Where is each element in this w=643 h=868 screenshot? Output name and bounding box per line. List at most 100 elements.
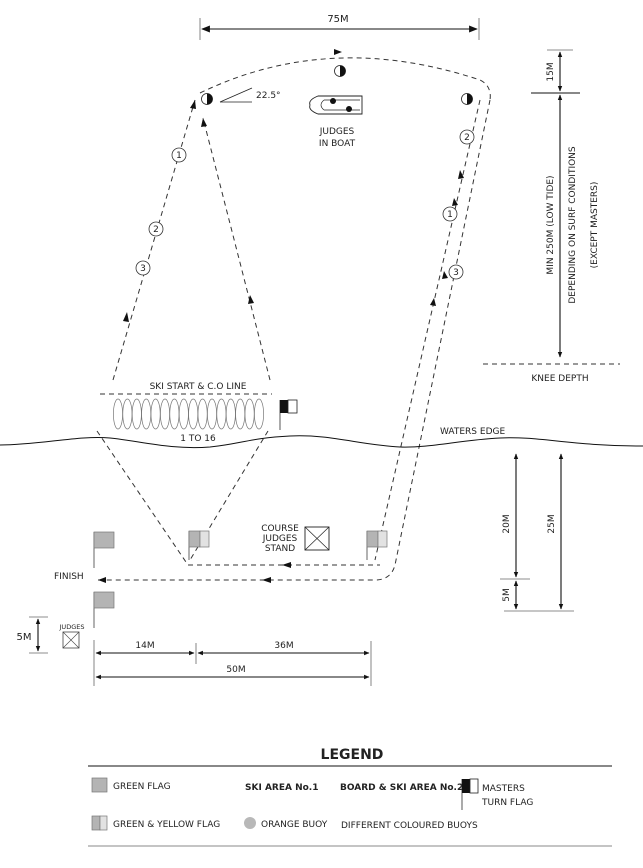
legend-orange-buoy: ORANGE BUOY	[261, 820, 328, 830]
ski-lane	[150, 398, 161, 430]
judges-boat-label-1: JUDGES	[319, 127, 355, 137]
buoy-number: 3	[453, 268, 459, 278]
course-judges-label-1: COURSE	[261, 524, 299, 534]
arrow-head	[282, 562, 291, 568]
legend-yellow-part	[99, 815, 108, 831]
surf-conditions-label: DEPENDING ON SURF CONDITIONS	[568, 146, 578, 304]
green-flag-finish-top	[93, 531, 115, 568]
buoy-number: 3	[140, 264, 146, 274]
numbered-buoy: 1	[442, 206, 458, 222]
green-yellow-flag-right	[366, 530, 388, 560]
finish-judges-icon	[62, 631, 80, 649]
arrow-head	[201, 118, 207, 127]
legend-masters-flag-icon	[461, 778, 479, 810]
legend-orange-buoy-icon	[244, 817, 256, 829]
dimension-15m: 15M	[531, 49, 580, 94]
green-flag-finish-bottom	[93, 591, 115, 628]
arrow-head	[123, 312, 129, 322]
judges-boat-label-2: IN BOAT	[319, 139, 356, 149]
right-outer-path	[98, 99, 491, 581]
dim-14m-label: 14M	[135, 641, 154, 651]
dim-15m-label: 15M	[546, 62, 556, 81]
dim-20m-label: 20M	[502, 514, 512, 533]
ski-lane	[122, 398, 133, 430]
dim-5m-beach-label: 5M	[502, 588, 512, 602]
legend-masters-2: TURN FLAG	[481, 798, 533, 808]
ski-lane	[197, 398, 208, 430]
ski-lanes-label: 1 TO 16	[180, 434, 216, 444]
arrow-head	[430, 298, 436, 306]
waters-edge-label: WATERS EDGE	[440, 427, 505, 437]
masters-turn-flag	[279, 399, 298, 430]
buoy-number: 1	[176, 151, 182, 161]
legend-green-flag-swatch	[91, 777, 108, 793]
left-in-path	[202, 117, 271, 381]
ski-lane	[160, 398, 170, 430]
angle-indicator: 22.5°	[219, 87, 281, 103]
numbered-buoy: 3	[135, 260, 151, 276]
ski-lane	[254, 398, 264, 430]
arrow-head	[452, 198, 458, 206]
ski-lane	[225, 398, 236, 430]
ski-lane	[235, 398, 246, 430]
ski-lane	[207, 398, 217, 430]
dim-75m-label: 75M	[327, 14, 348, 25]
dimension-14m: 14M	[95, 641, 195, 656]
ski-finish-path	[96, 430, 380, 566]
top-arc-path	[199, 57, 491, 101]
numbered-buoy: 3	[448, 264, 464, 280]
dimension-50m: 50M	[95, 665, 370, 680]
turn-buoy-left	[201, 93, 213, 105]
numbered-buoy: 2	[148, 221, 164, 237]
finish-label: FINISH	[54, 572, 84, 582]
except-masters-label: (EXCEPT MASTERS)	[590, 182, 600, 269]
dim-250m-label: MIN 250M (LOW TIDE)	[546, 175, 556, 274]
green-yellow-flag-left	[188, 530, 210, 560]
dimension-250m: MIN 250M (LOW TIDE) DEPENDING ON SURF CO…	[546, 94, 600, 358]
numbered-buoy: 1	[171, 147, 187, 163]
left-out-path	[112, 99, 196, 381]
legend-green-yellow-swatch	[91, 815, 101, 831]
ski-lane	[169, 398, 180, 430]
course-judges-label-3: STAND	[265, 544, 295, 554]
arrow-head	[262, 577, 271, 583]
numbered-buoy: 2	[459, 129, 475, 145]
legend-different-buoys: DIFFERENT COLOURED BUOYS	[341, 821, 478, 831]
dimension-75m: 75M	[199, 14, 480, 40]
dim-50m-label: 50M	[226, 665, 245, 675]
ski-lane	[141, 398, 152, 430]
ski-lane	[178, 398, 189, 430]
dimension-36m: 36M	[197, 641, 370, 656]
legend: LEGEND GREEN FLAG SKI AREA No.1 BOARD & …	[88, 747, 612, 847]
arrow-head	[98, 577, 106, 583]
legend-ski-area: SKI AREA No.1	[245, 783, 318, 793]
dim-36m-label: 36M	[274, 641, 293, 651]
ski-start-label: SKI START & C.O LINE	[150, 382, 247, 392]
arrow-head	[190, 100, 196, 109]
ski-inner-path	[189, 430, 269, 561]
angle-label: 22.5°	[256, 91, 281, 101]
arrow-head	[458, 170, 464, 179]
dim-25m-label: 25M	[547, 514, 557, 533]
dimension-5m-left: 5M	[17, 616, 48, 654]
legend-board-ski-area: BOARD & SKI AREA No.2	[340, 783, 463, 793]
course-judges-stand-icon	[304, 526, 330, 551]
arrow-head	[248, 295, 254, 304]
legend-green-yellow-flag: GREEN & YELLOW FLAG	[113, 820, 220, 830]
turn-buoy-right	[461, 93, 473, 105]
dim-5m-left-label: 5M	[17, 632, 32, 643]
course-judges-label-2: JUDGES	[262, 534, 298, 544]
dimension-20m: 20M	[502, 453, 519, 578]
ski-lanes	[113, 398, 264, 430]
judges-boat-icon	[309, 95, 363, 115]
arrow-head	[442, 271, 448, 279]
dimension-5m-beach: 5M	[502, 580, 519, 610]
waters-edge-line	[0, 435, 643, 449]
turn-buoy-center	[334, 65, 346, 77]
ski-lane	[216, 398, 227, 430]
knee-depth-label: KNEE DEPTH	[531, 374, 588, 384]
top-arc-arrow	[334, 49, 342, 55]
legend-green-flag: GREEN FLAG	[113, 782, 171, 792]
buoy-number: 2	[153, 225, 159, 235]
